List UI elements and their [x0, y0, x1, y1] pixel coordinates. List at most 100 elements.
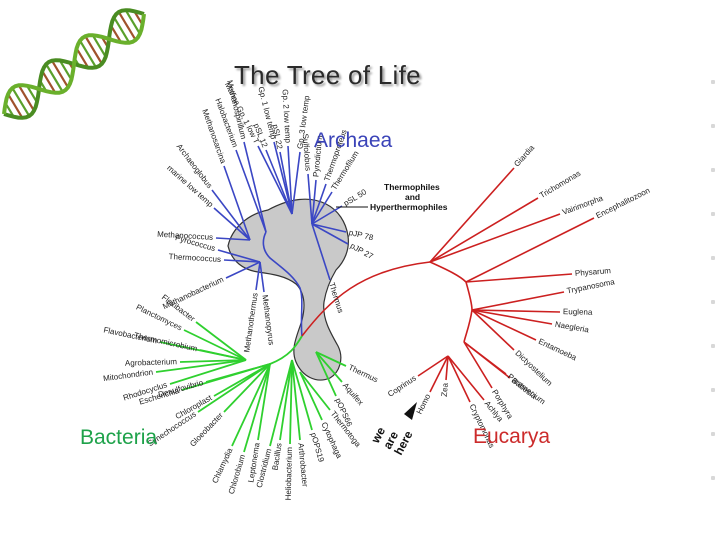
leaf-branch [429, 167, 515, 263]
leaf-branch [291, 151, 301, 215]
we-are-here-arrow [404, 402, 417, 420]
leaf-branch [471, 309, 515, 351]
leaf-branch [183, 329, 247, 361]
leaf-branch [463, 341, 493, 389]
leaf-branch [315, 351, 337, 397]
dna-rung [58, 59, 73, 81]
leaf-branch [231, 363, 271, 447]
leaf-branch [465, 273, 573, 283]
leaf-label: pJP 78 [348, 228, 375, 243]
leaf-branch [429, 197, 539, 263]
leaf-label: Gp. 2 low temp [281, 89, 293, 144]
dna-rung [26, 85, 38, 103]
trunk-branch [301, 261, 473, 343]
leaf-branch [269, 359, 293, 447]
leaf-branch [155, 359, 247, 373]
leaf-branch [311, 183, 327, 225]
thermophiles-line-2: and [405, 192, 420, 202]
leaf-label: Methanococcus [157, 230, 213, 242]
thermophiles-callout: Thermophiles and Hyperthermophiles [336, 182, 448, 212]
leaf-branch [223, 165, 251, 241]
leaf-branch [471, 309, 537, 341]
leaf-label: pOPS19 [309, 432, 326, 464]
leaf-branch [243, 141, 267, 233]
dna-rung [117, 11, 137, 41]
leaf-branch [447, 355, 471, 403]
leaf-branch [315, 351, 347, 367]
leaf-label: Thermus [327, 281, 345, 314]
leaf-label: Methanothermus [242, 292, 259, 353]
leaf-branch [257, 145, 293, 215]
leaf-branch [299, 371, 331, 411]
trunk-branch [269, 335, 303, 365]
dna-rung [11, 87, 31, 117]
leaf-branch [417, 355, 449, 377]
eucarya-label: Eucarya [473, 425, 550, 448]
leaf-label: Heliobacterium [284, 447, 294, 501]
archaea-branches [211, 141, 349, 337]
leaf-branch [471, 291, 565, 311]
thermophiles-line-1: Thermophiles [384, 182, 440, 192]
thermophiles-line-3: Hyperthermophiles [370, 202, 448, 212]
leaf-branch [257, 363, 271, 441]
leaf-branch [447, 355, 485, 401]
dna-rung [84, 35, 103, 65]
leaf-branch [279, 359, 293, 441]
leaf-branch [213, 207, 251, 241]
leaf-label: Methanopyrus [260, 294, 276, 345]
leaf-label: Agrobacterium [125, 357, 178, 368]
leaf-branch [291, 359, 313, 431]
leaf-label: pSL 50 [342, 187, 369, 208]
leaf-label: Pyrodictium [311, 135, 324, 178]
leaf-branch [225, 261, 261, 279]
we-are-here-callout: we are here [368, 402, 417, 457]
leaf-branch [471, 309, 553, 325]
leaf-label: Bacillus [271, 442, 284, 471]
leaf-branch [195, 321, 247, 361]
leaf-branch [311, 179, 317, 225]
dna-rung [110, 25, 122, 43]
leaf-branch [179, 359, 247, 363]
leaf-branch [471, 309, 561, 313]
leaf-branch [311, 223, 347, 233]
leaf-branch [445, 355, 449, 381]
leaf-label: Sulfolobus [301, 133, 313, 171]
leaf-label: Trypanosoma [566, 277, 616, 295]
leaf-branch [291, 359, 301, 441]
leaf-label: Mitochondrion [103, 368, 154, 384]
leaf-label: Physarum [575, 266, 612, 278]
leaf-label: Zea [440, 382, 450, 397]
bacteria-label: Bacteria [80, 426, 157, 449]
leaf-branch [197, 363, 271, 413]
dna-rung [79, 40, 97, 68]
leaf-label: Naegleria [554, 320, 590, 335]
leaf-branch [465, 217, 595, 283]
dna-strand [2, 13, 146, 115]
leaf-branch [205, 363, 271, 383]
leaf-branch [199, 349, 247, 361]
trunk-branch [262, 231, 303, 337]
leaf-branch [169, 359, 247, 385]
leaf-label: Encephalitozoon [594, 186, 651, 221]
leaf-branch [289, 359, 293, 445]
archaea-label: Archaea [314, 129, 393, 152]
leaf-label: Arthrobacter [296, 443, 309, 488]
leaf-label: Euglena [563, 307, 593, 317]
leaf-branch [259, 261, 265, 293]
leaf-branch [307, 173, 313, 225]
leaf-label: Giardia [512, 143, 536, 169]
dna-rung [75, 47, 90, 69]
dna-rung [17, 84, 35, 112]
leaf-branch [315, 351, 343, 383]
leaf-branch [215, 237, 251, 241]
edge-decoration [711, 80, 717, 500]
dna-rung [124, 9, 141, 35]
dna-helix-icon [2, 8, 146, 120]
leaf-branch [223, 259, 261, 263]
leaf-label: Entamoeba [537, 337, 578, 363]
leaf-branch [243, 363, 271, 453]
leaf-branch [279, 151, 293, 215]
leaf-branch [429, 355, 449, 393]
bacteria-branches [155, 321, 347, 453]
dna-rung [91, 34, 107, 58]
